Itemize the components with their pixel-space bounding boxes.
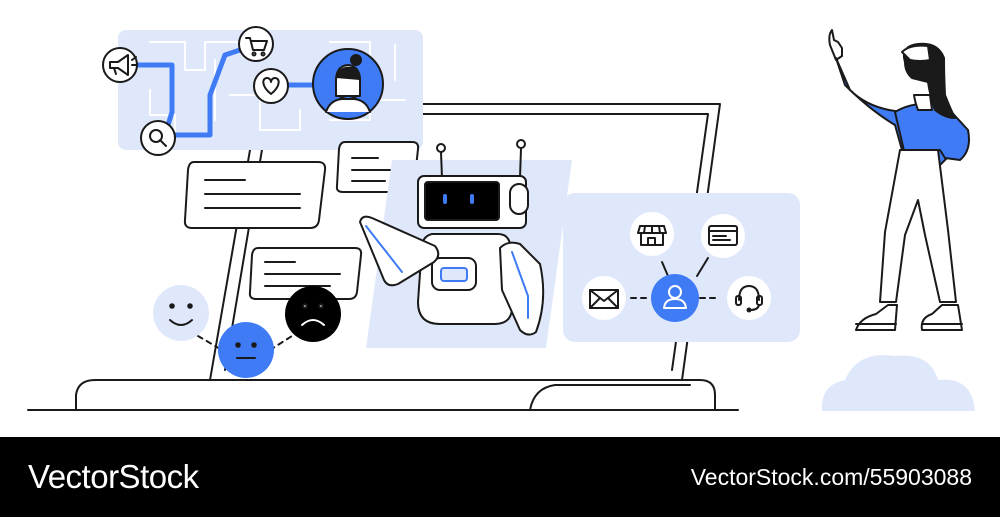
vectorstock-image-id: VectorStock.com/55903088 — [690, 463, 972, 490]
headset-icon — [727, 276, 771, 320]
chat-bubble-large — [183, 161, 327, 229]
chatbot-robot — [359, 139, 572, 348]
cloud — [821, 355, 975, 411]
browser-window-icon — [701, 214, 745, 258]
support-hub-panel — [563, 193, 800, 342]
watermark-footer: VectorStock VectorStock.com/55903088 — [0, 437, 1000, 517]
megaphone-icon — [102, 47, 138, 83]
neutral-face-icon — [218, 322, 274, 378]
chat-bubble-mid — [248, 247, 363, 300]
heart-icon — [253, 68, 289, 104]
feedback-faces — [153, 285, 341, 378]
search-icon — [140, 120, 176, 156]
envelope-icon — [582, 276, 626, 320]
ai-customer-journey-illustration — [27, 26, 975, 411]
vectorstock-brand: VectorStock — [28, 458, 199, 495]
user-icon — [651, 274, 699, 322]
journey-map-panel — [102, 26, 423, 156]
sad-face-icon — [285, 286, 341, 342]
woman-pointing-figure — [828, 29, 970, 331]
happy-face-icon — [153, 285, 209, 341]
shopping-cart-icon — [238, 26, 274, 62]
woman-avatar-icon — [312, 48, 384, 120]
storefront-icon — [630, 212, 674, 256]
